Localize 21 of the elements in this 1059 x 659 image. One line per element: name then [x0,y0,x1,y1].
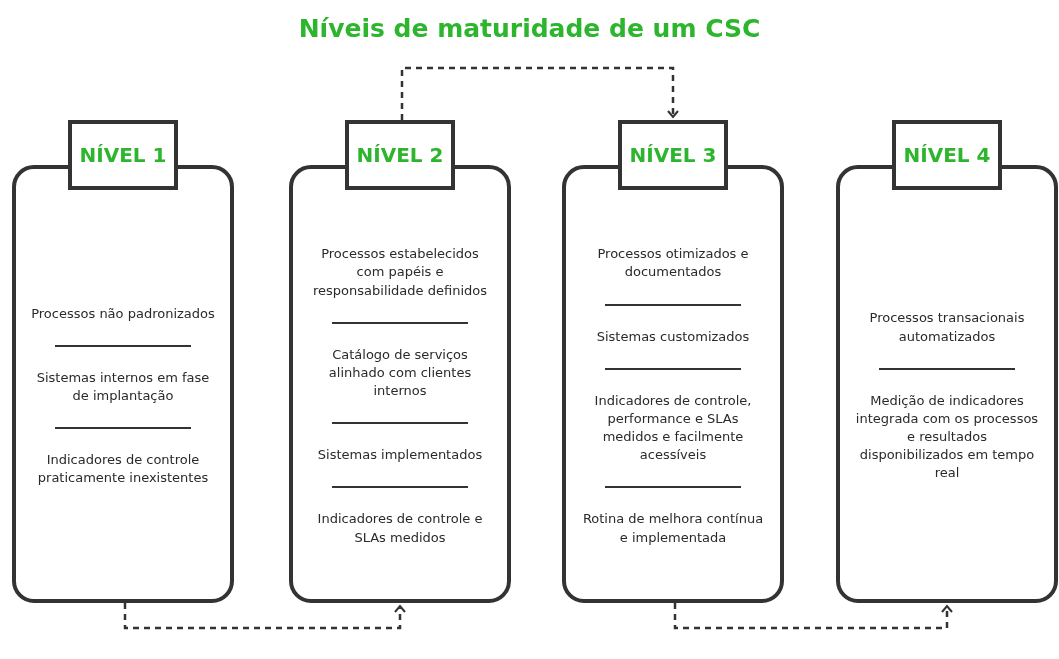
card-text: Catálogo de serviços alinhado com clientes internos [327,345,473,401]
card-text: Processos otimizados e documentados [596,245,750,282]
card-text: Sistemas implementados [316,446,484,465]
card-text: Indicadores de controle e SLAs medidos [316,510,484,547]
card-text: Processos não padronizados [31,304,215,323]
card-text: Indicadores de controle, performance e SLAs medidos e facilmente acessíveis [593,391,753,465]
card-text: Sistemas internos em fase de implantação [35,368,211,405]
card-text: Indicadores de controle praticamente inexistentes [36,451,210,488]
level-heading: NÍVEL 3 [618,120,728,190]
dashed-arrow [123,603,406,630]
dashed-arrow [400,66,679,120]
card-text: Processos estabelecidos com papéis e responsabilidade definidos [312,245,488,300]
level-heading: NÍVEL 2 [345,120,455,190]
card-text: Processos transacionais automatizados [868,309,1026,346]
card-text: Medição de indicadores integrada com os processos e resultados disponibilizados em tempo real [855,391,1039,483]
level-heading: NÍVEL 4 [892,120,1002,190]
level-heading: NÍVEL 1 [68,120,178,190]
diagram-title: Níveis de maturidade de um CSC [298,14,761,43]
card-text: Rotina de melhora contínua e implementada [581,510,765,547]
dashed-arrow [673,603,953,630]
card-text: Sistemas customizados [595,327,751,346]
